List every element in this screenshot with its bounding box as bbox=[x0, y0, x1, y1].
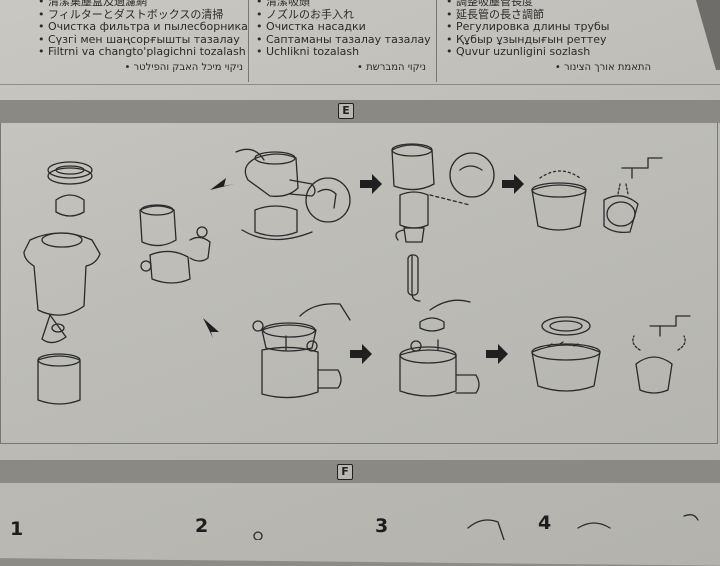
col3-line-2: • 延長管の長さ調節 bbox=[446, 7, 544, 21]
f-step-2-number: 2 bbox=[195, 515, 209, 537]
f-step-1-number: 1 bbox=[10, 518, 24, 540]
col2-line-1: • 清潔吸頭 bbox=[256, 0, 310, 8]
remove-dust-cup-illustration bbox=[210, 148, 351, 241]
col2-hebrew: ניקוי המברשת • bbox=[357, 61, 426, 73]
col1-line-3: • Очистка фильтра и пылесборника bbox=[38, 20, 248, 33]
col3-line-1: • 調整吸塵管長度 bbox=[446, 0, 533, 8]
section-e-banner: E bbox=[0, 100, 720, 123]
rinse-filter-faucet-illustration bbox=[632, 315, 691, 394]
arrow-down-right-icon bbox=[203, 318, 219, 338]
filter-dustbox-column: • 清潔集塵盒及過濾網 • フィルターとダストボックスの清掃 • Очистка… bbox=[38, 0, 248, 74]
exploded-dustbox-illustration bbox=[23, 161, 101, 405]
unit-detach-illustration bbox=[139, 204, 211, 284]
col2-line-2: • ノズルのお手入れ bbox=[256, 7, 354, 21]
attach-cap-illustration bbox=[399, 299, 480, 397]
f-step-4-number: 4 bbox=[538, 512, 552, 534]
separate-filter-illustration bbox=[391, 143, 495, 302]
col3-line-3: • Регулировка длины трубы bbox=[446, 20, 610, 33]
col2-line-4: • Саптаманы тазалау тазалау bbox=[256, 32, 431, 46]
col1-line-4: • Сүзгі мен шаңсорғышты тазалау bbox=[38, 32, 240, 46]
arrow-right-icon bbox=[502, 174, 524, 194]
reinstall-filter-illustration bbox=[252, 303, 351, 399]
section-e-badge: E bbox=[338, 103, 354, 119]
section-f-badge: F bbox=[337, 464, 353, 480]
section-f-partial-illustrations bbox=[253, 514, 699, 540]
col1-hebrew: ניקוי מיכל האבק והפילטר • bbox=[124, 61, 243, 73]
cleaning-illustrations bbox=[23, 143, 699, 540]
rinse-under-faucet-illustration bbox=[603, 157, 663, 234]
cleaning-instructions-header: • 清潔集塵盒及過濾網 • フィルターとダストボックスの清掃 • Очистка… bbox=[0, 0, 720, 88]
header-bottom-rule bbox=[0, 84, 720, 85]
arrow-right-icon bbox=[360, 174, 382, 194]
col3-hebrew: התאמת אורך הצינור • bbox=[554, 61, 651, 73]
col3-line-5: • Quvur uzunligini sozlash bbox=[446, 45, 591, 58]
section-e-panel bbox=[0, 123, 718, 444]
column-divider-1 bbox=[248, 0, 249, 82]
f-step-3-number: 3 bbox=[375, 515, 389, 537]
col3-line-4: • Құбыр ұзындығын реттеу bbox=[446, 32, 607, 46]
arrow-right-icon bbox=[486, 344, 508, 364]
col2-line-5: • Uchlikni tozalash bbox=[256, 45, 360, 58]
col1-line-5: • Filtrni va changto'plagichni tozalash bbox=[38, 45, 246, 58]
column-divider-2 bbox=[436, 0, 437, 82]
col1-line-1: • 清潔集塵盒及過濾網 bbox=[38, 0, 147, 8]
washed-filter-illustration bbox=[531, 316, 601, 392]
arrow-right-icon bbox=[350, 344, 372, 364]
col2-line-3: • Очистка насадки bbox=[256, 20, 366, 33]
empty-dust-bin-illustration bbox=[531, 170, 587, 231]
col1-line-2: • フィルターとダストボックスの清掃 bbox=[38, 7, 224, 21]
tube-length-column: • 調整吸塵管長度 • 延長管の長さ調節 • Регулировка длины… bbox=[446, 0, 656, 74]
section-f-banner: F bbox=[0, 460, 720, 483]
nozzle-column: • 清潔吸頭 • ノズルのお手入れ • Очистка насадки • Са… bbox=[256, 0, 431, 74]
